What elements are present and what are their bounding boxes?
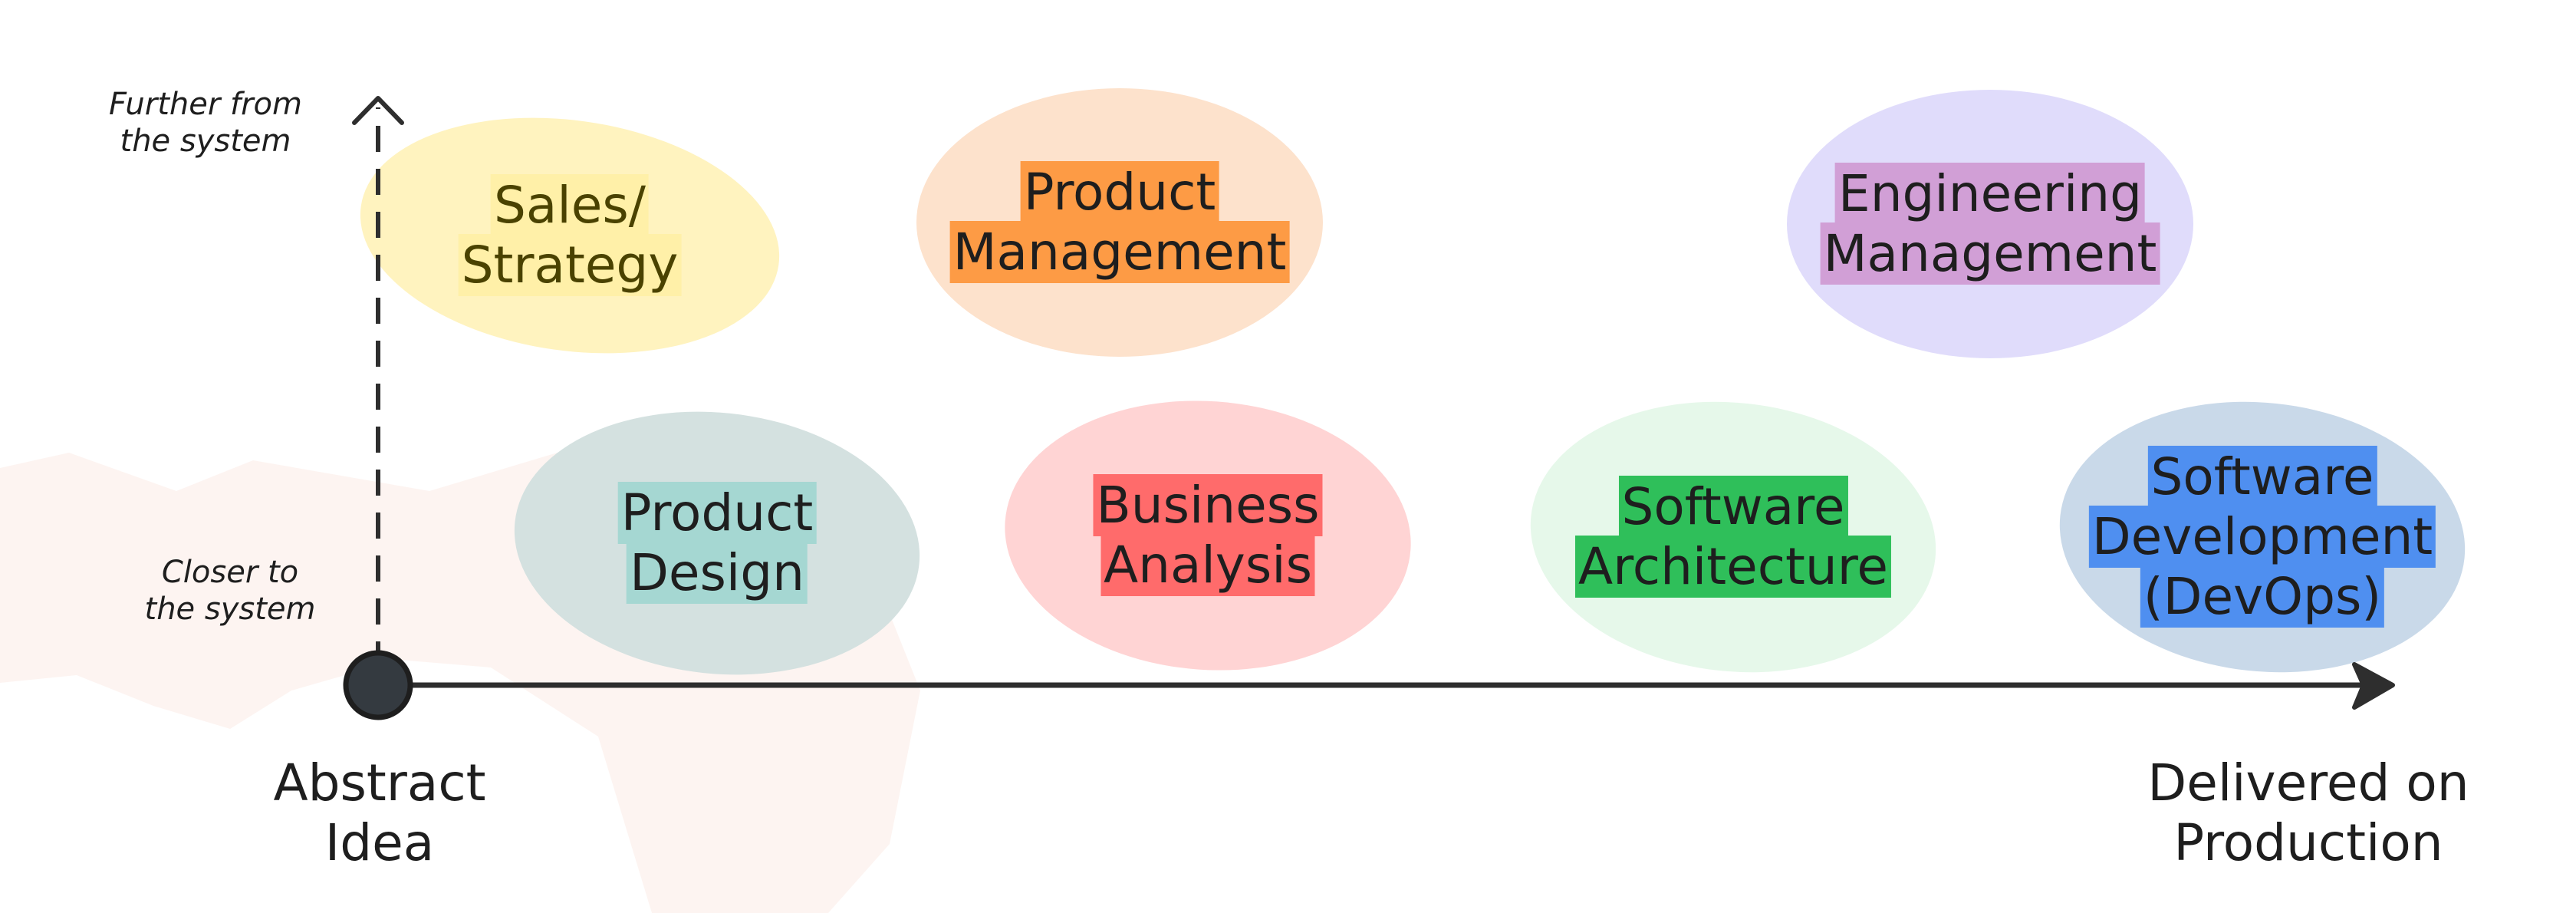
business-analysis-label-line-1: Business	[1093, 474, 1323, 536]
software-development-label-line-1: Software	[2147, 446, 2377, 508]
x-axis-start-label-line-1: Abstract	[273, 753, 486, 812]
software-development-label-line-2: Development	[2088, 506, 2436, 568]
x-axis-start-label: Abstract Idea	[238, 753, 521, 873]
product-design-label-line-1: Product	[617, 482, 817, 544]
business-analysis-label-line-2: Analysis	[1100, 534, 1315, 596]
sales-strategy-label: Sales/Strategy	[458, 174, 682, 296]
product-management-label-line-2: Management	[949, 221, 1290, 283]
sales-strategy-label-line-2: Strategy	[458, 234, 682, 296]
x-axis-start-label-line-2: Idea	[324, 813, 435, 872]
x-axis-arrowhead	[2352, 662, 2395, 710]
origin-dot	[343, 650, 413, 720]
product-design-label-line-2: Design	[627, 542, 808, 604]
y-axis-bottom-label: Closer to the system	[115, 554, 345, 628]
y-axis-arrowhead	[352, 96, 404, 125]
software-architecture-label-line-2: Architecture	[1574, 536, 1892, 598]
engineering-management-label-line-1: Engineering	[1835, 163, 2145, 225]
y-axis-top-label-line-1: Further from	[109, 87, 302, 122]
engineering-management-label-line-2: Management	[1820, 222, 2160, 285]
y-axis-top-label: Further from the system	[90, 86, 321, 160]
software-architecture-label-line-1: Software	[1618, 476, 1848, 538]
x-axis-end-label-line-1: Delivered on	[2147, 753, 2469, 812]
x-axis-end-label: Delivered on Production	[2117, 753, 2500, 873]
software-development-label-line-3: (DevOps)	[2140, 565, 2385, 628]
y-axis-top-label-line-2: the system	[120, 124, 291, 159]
y-axis-bottom-label-line-1: Closer to	[161, 555, 299, 590]
y-axis-bottom-label-line-2: the system	[144, 592, 316, 627]
x-axis-end-label-line-2: Production	[2173, 813, 2443, 872]
product-management-label-line-1: Product	[1020, 161, 1219, 223]
sales-strategy-label-line-1: Sales/	[491, 174, 649, 236]
